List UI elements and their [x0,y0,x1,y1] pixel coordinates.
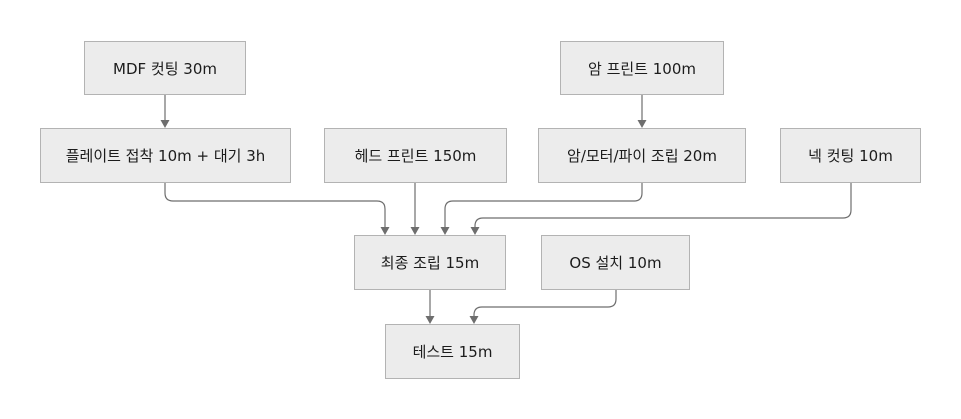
edge-plate-glue-to-final-assembly [164,183,386,229]
node-neck-cut: 넥 컷팅 10m [780,128,921,183]
node-arm-motor-assembly: 암/모터/파이 조립 20m [538,128,746,183]
node-head-print: 헤드 프린트 150m [324,128,507,183]
arrowhead-icon [470,227,480,235]
node-test: 테스트 15m [385,324,520,379]
arrowhead-icon [469,316,479,324]
node-os-install: OS 설치 10m [541,235,690,290]
arrowhead-icon [637,120,647,128]
node-mdf-cut: MDF 컷팅 30m [84,41,246,95]
edge-arm-motor-to-final-assembly [444,183,643,229]
arrowhead-icon [410,227,420,235]
arrowhead-icon [160,120,170,128]
arrowhead-icon [380,227,390,235]
node-plate-glue: 플레이트 접착 10m + 대기 3h [40,128,291,183]
node-final-assembly: 최종 조립 15m [354,235,506,290]
edge-os-install-to-test [473,290,617,318]
node-arm-print: 암 프린트 100m [560,41,724,95]
arrowhead-icon [425,316,435,324]
edge-neck-cut-to-final-assembly [474,183,852,229]
arrowhead-icon [440,227,450,235]
